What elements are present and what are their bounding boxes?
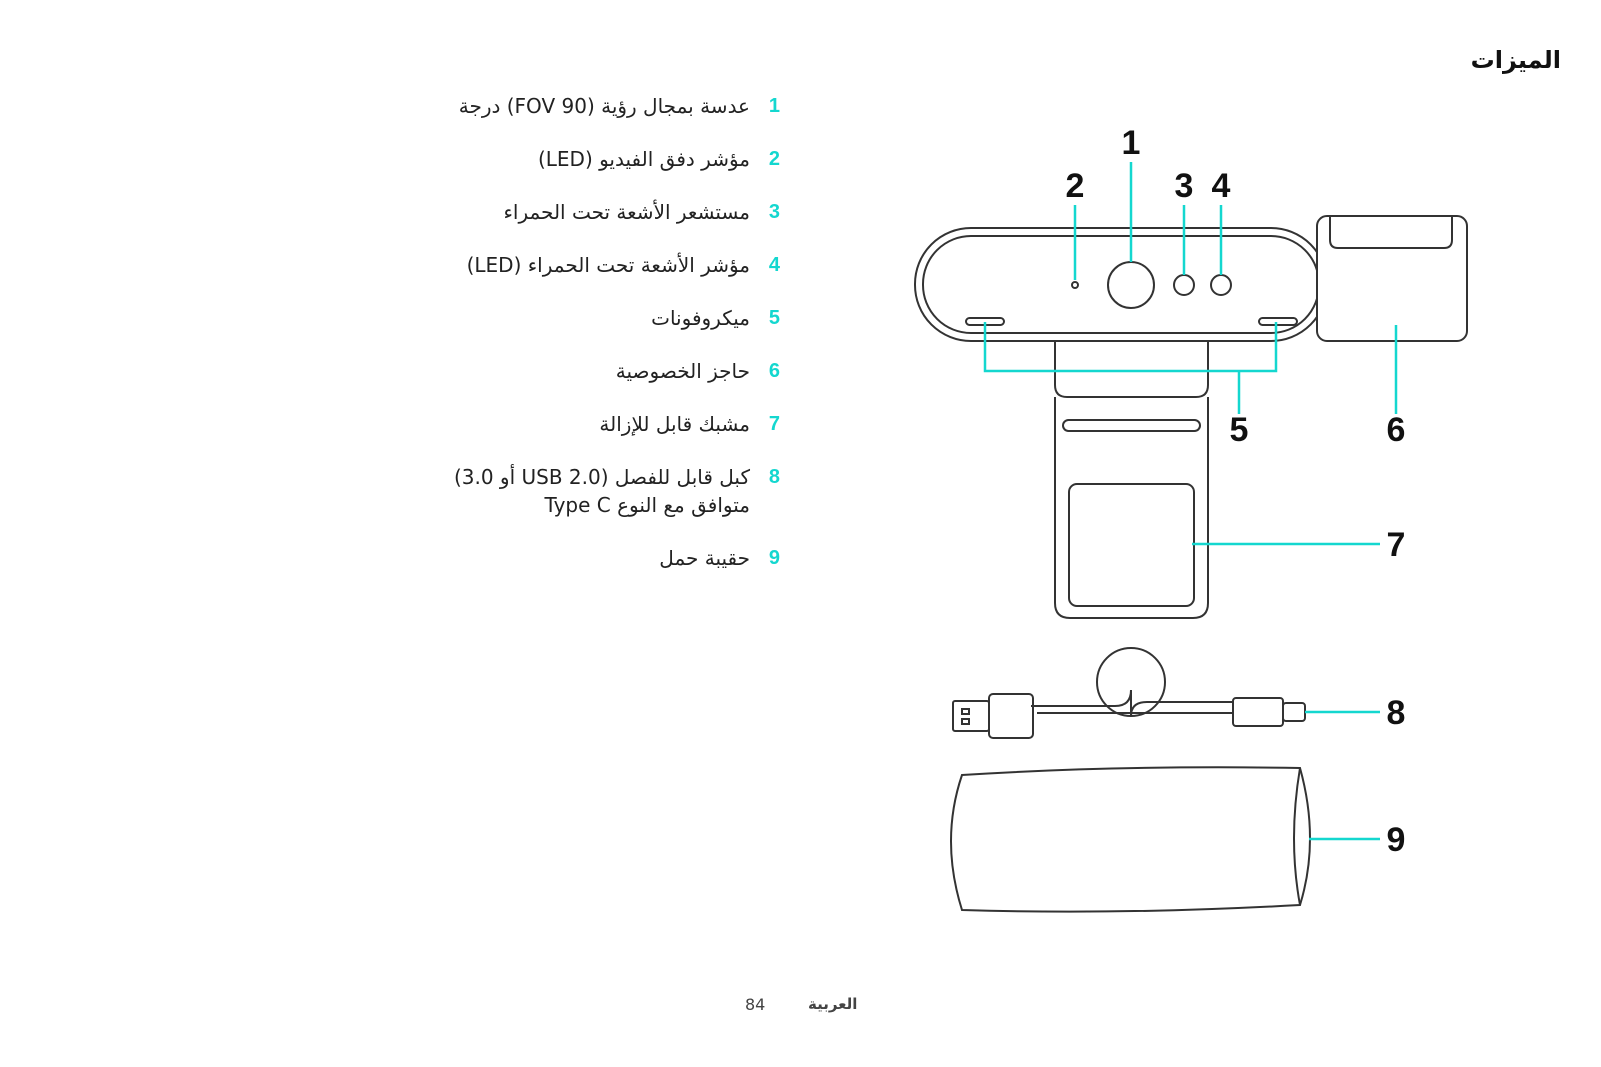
feature-number: 2 [768, 148, 780, 170]
callout-lines [983, 162, 1398, 841]
page-title: الميزات [1470, 46, 1561, 74]
microphone-right [1258, 317, 1298, 326]
feature-item-8: 8 كبل قابل للفصل (USB 2.0 أو 3.0) متوافق… [380, 463, 780, 519]
feature-label: حقيبة حمل [659, 546, 750, 570]
feature-label: كبل قابل للفصل (USB 2.0 أو 3.0) متوافق م… [380, 463, 750, 519]
callout-number-6: 6 [1387, 411, 1406, 449]
callout-number-7: 7 [1387, 526, 1406, 564]
callout-number-3: 3 [1175, 167, 1194, 205]
feature-item-6: 6 حاجز الخصوصية [380, 357, 780, 385]
usb-c-plug [1232, 697, 1284, 727]
callout-number-2: 2 [1066, 167, 1085, 205]
feature-item-9: 9 حقيبة حمل [380, 544, 780, 572]
usb-c-connector [1282, 702, 1306, 722]
callout-number-1: 1 [1122, 124, 1141, 162]
feature-item-5: 5 ميكروفونات [380, 304, 780, 332]
feature-list: 1 عدسة بمجال رؤية (90 FOV) درجة 2 مؤشر د… [380, 92, 780, 597]
ir-sensor [1173, 274, 1195, 296]
feature-number: 3 [768, 201, 780, 223]
usb-a-pin-top [961, 708, 970, 715]
feature-item-1: 1 عدسة بمجال رؤية (90 FOV) درجة [380, 92, 780, 120]
feature-label: مؤشر دفق الفيديو (LED) [537, 147, 750, 171]
feature-number: 5 [768, 307, 780, 329]
pouch-body [950, 766, 1311, 913]
callout-line-5-bracket [983, 322, 1278, 373]
clip-hinge-bar [1062, 419, 1201, 432]
usb-cable [952, 647, 1306, 739]
ir-led [1210, 274, 1232, 296]
feature-item-4: 4 مؤشر الأشعة تحت الحمراء (LED) [380, 251, 780, 279]
feature-label: حاجز الخصوصية [615, 359, 750, 383]
callout-numbers: 1 2 3 4 5 6 7 8 9 [1066, 124, 1406, 859]
feature-label: عدسة بمجال رؤية (90 FOV) درجة [458, 94, 750, 118]
feature-label: مشبك قابل للإزالة [599, 412, 750, 436]
feature-number: 6 [768, 360, 780, 382]
feature-label-line: كبل قابل للفصل (USB 2.0 أو 3.0) [453, 465, 750, 489]
pouch-opening [1293, 767, 1301, 906]
callout-number-9: 9 [1387, 821, 1406, 859]
feature-number: 4 [768, 254, 780, 276]
page-number: 84 [745, 995, 766, 1014]
privacy-shade-slot [1329, 216, 1453, 249]
usb-a-plug [988, 693, 1034, 739]
feature-item-2: 2 مؤشر دفق الفيديو (LED) [380, 145, 780, 173]
feature-item-3: 3 مستشعر الأشعة تحت الحمراء [380, 198, 780, 226]
page-footer: 84 العربية [700, 995, 900, 1019]
feature-label-subline: متوافق مع النوع Type C [544, 493, 750, 517]
feature-number: 7 [768, 413, 780, 435]
clip-pad [1068, 483, 1195, 607]
callout-number-4: 4 [1212, 167, 1231, 205]
feature-label: ميكروفونات [651, 306, 750, 330]
feature-label: مستشعر الأشعة تحت الحمراء [503, 200, 750, 224]
feature-number: 1 [768, 95, 780, 117]
feature-item-7: 7 مشبك قابل للإزالة [380, 410, 780, 438]
privacy-shade [1316, 215, 1468, 342]
language-label: العربية [808, 995, 858, 1013]
clip-base [1054, 397, 1209, 619]
feature-label: مؤشر الأشعة تحت الحمراء (LED) [466, 253, 750, 277]
feature-number: 8 [768, 466, 780, 488]
stream-led [1071, 281, 1079, 289]
clip-hinge [1054, 341, 1209, 398]
usb-a-pin-bottom [961, 718, 970, 725]
usb-a-connector [952, 700, 990, 732]
lens [1107, 261, 1155, 309]
cable-wire [1031, 689, 1233, 717]
carrying-pouch [950, 766, 1311, 913]
feature-number: 9 [768, 547, 780, 569]
webcam-body [914, 215, 1468, 619]
callout-number-8: 8 [1387, 694, 1406, 732]
callout-number-5: 5 [1230, 411, 1249, 449]
